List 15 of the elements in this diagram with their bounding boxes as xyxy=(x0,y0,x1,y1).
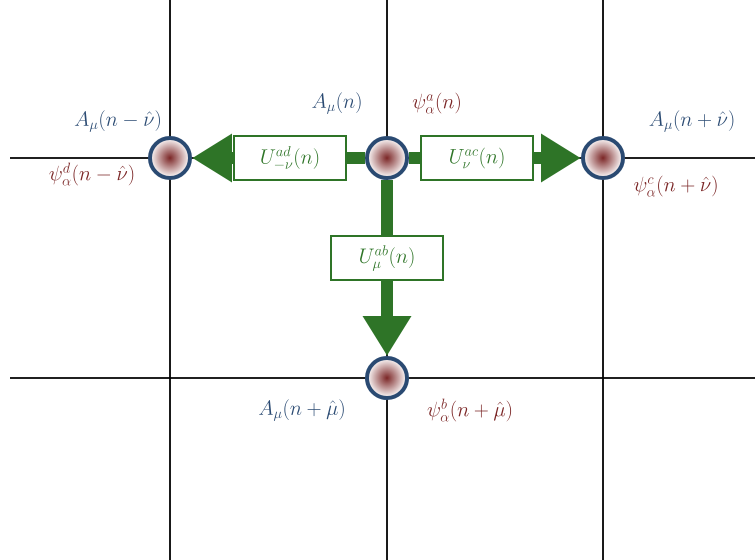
field-label: $\psi^b_\alpha(n+\hat{\mu})$ xyxy=(428,398,512,422)
field-label: $A_\mu(n-\hat{\nu})$ xyxy=(74,110,160,132)
field-label: $\psi^c_\alpha(n+\hat{\nu})$ xyxy=(634,176,717,196)
lattice-site xyxy=(581,136,625,180)
link-label-box: $U^{ad}_{-\nu}(n)$ xyxy=(233,135,347,181)
lattice-site xyxy=(365,136,409,180)
field-label: $\psi^a_\alpha(n)$ xyxy=(412,92,460,114)
link-label-box: $U^{ab}_{\mu}(n)$ xyxy=(330,235,444,281)
field-label: $A_\mu(n)$ xyxy=(312,92,361,114)
field-label: $A_\mu(n+\hat{\mu})$ xyxy=(259,399,344,421)
link-label-box: $U^{ac}_{\nu}(n)$ xyxy=(420,135,534,181)
lattice-site xyxy=(148,136,192,180)
field-label: $A_\mu(n+\hat{\nu})$ xyxy=(649,110,734,132)
field-label: $\psi^d_\alpha(n-\hat{\nu})$ xyxy=(49,162,134,186)
lattice-site xyxy=(365,356,409,400)
